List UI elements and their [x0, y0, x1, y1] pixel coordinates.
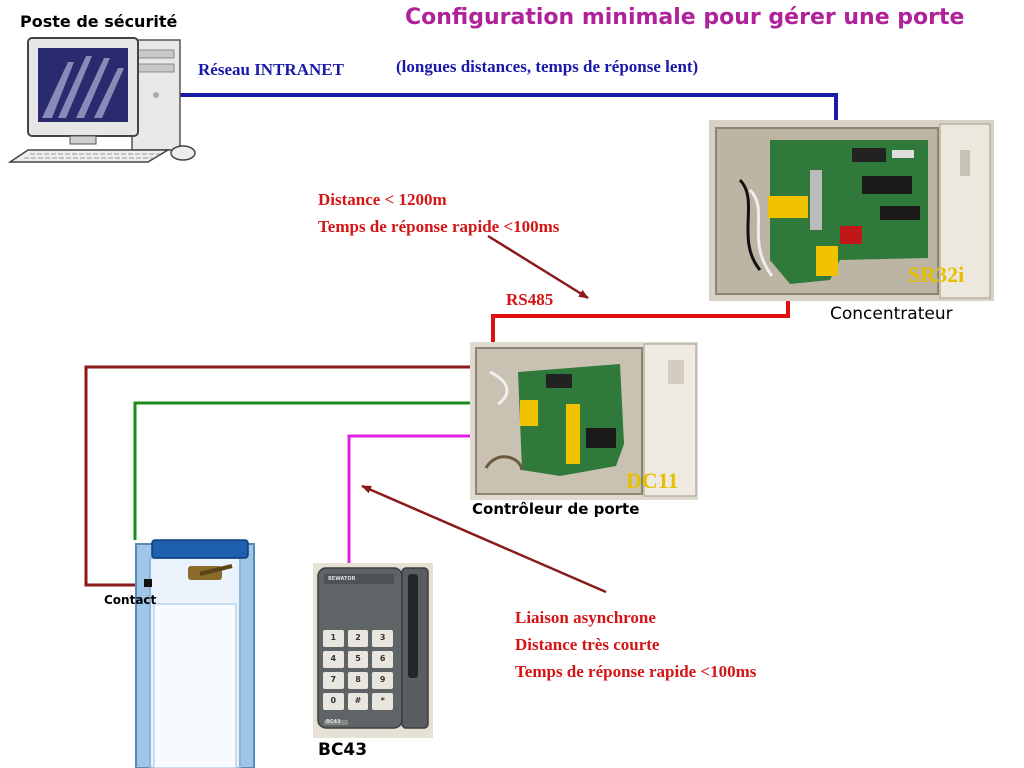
door — [135, 539, 255, 768]
keypad-key: 9 — [372, 672, 393, 689]
async-distance-note: Distance très courte — [515, 635, 660, 654]
intranet-cable — [178, 93, 838, 122]
keypad-key: 0 — [323, 693, 344, 710]
door-closer — [151, 539, 249, 559]
rs485-cable — [491, 300, 790, 343]
keypad-key: 8 — [347, 672, 369, 689]
keypad-key: 2 — [347, 630, 369, 647]
keypad-brand: BEWATOR — [328, 576, 356, 582]
rs485-response-note: Temps de réponse rapide <100ms — [318, 217, 560, 236]
keypad-label: BC43 — [318, 740, 368, 760]
contact-label: Contact — [104, 593, 157, 607]
concentrator-label: Concentrateur — [830, 304, 953, 324]
network-sublabel: (longues distances, temps de réponse len… — [396, 57, 699, 76]
workstation-label: Poste de sécurité — [20, 12, 178, 31]
network-label: Réseau INTRANET — [198, 60, 344, 79]
keypad-key: 7 — [323, 672, 344, 689]
keypad-key: 6 — [372, 651, 393, 668]
concentrator-name: SR32i — [908, 262, 965, 287]
security-workstation — [7, 37, 196, 163]
keypad-model: BC43 — [326, 719, 341, 725]
rs485-notes: Distance < 1200m Temps de réponse rapide… — [318, 186, 559, 240]
keypad-keys: 1 2 3 4 5 6 7 8 9 0 # * — [323, 630, 393, 710]
keypad-key: # — [347, 693, 369, 710]
controller-label: Contrôleur de porte — [472, 500, 640, 518]
async-notes: Liaison asynchrone Distance très courte … — [515, 604, 756, 685]
controller-name: DC11 — [626, 468, 679, 493]
keypad-key: 5 — [347, 651, 369, 668]
page-title: Configuration minimale pour gérer une po… — [405, 5, 965, 30]
controller-enclosure — [470, 342, 698, 500]
async-annotation-arrow — [361, 484, 607, 594]
keypad-key: 3 — [372, 630, 393, 647]
door-sensor-cable — [133, 401, 470, 540]
async-response-note: Temps de réponse rapide <100ms — [515, 662, 757, 681]
door-lock-cable — [84, 365, 470, 587]
keypad-key: 1 — [323, 630, 344, 647]
rs485-label: RS485 — [506, 290, 554, 309]
keypad-cable — [347, 434, 470, 563]
concentrator-enclosure — [709, 120, 994, 301]
rs485-annotation-arrow — [487, 234, 589, 300]
rs485-distance-note: Distance < 1200m — [318, 190, 447, 209]
contact-sensor — [144, 579, 152, 587]
keypad-key: * — [372, 693, 393, 710]
async-link-note: Liaison asynchrone — [515, 608, 656, 627]
keypad-key: 4 — [323, 651, 344, 668]
